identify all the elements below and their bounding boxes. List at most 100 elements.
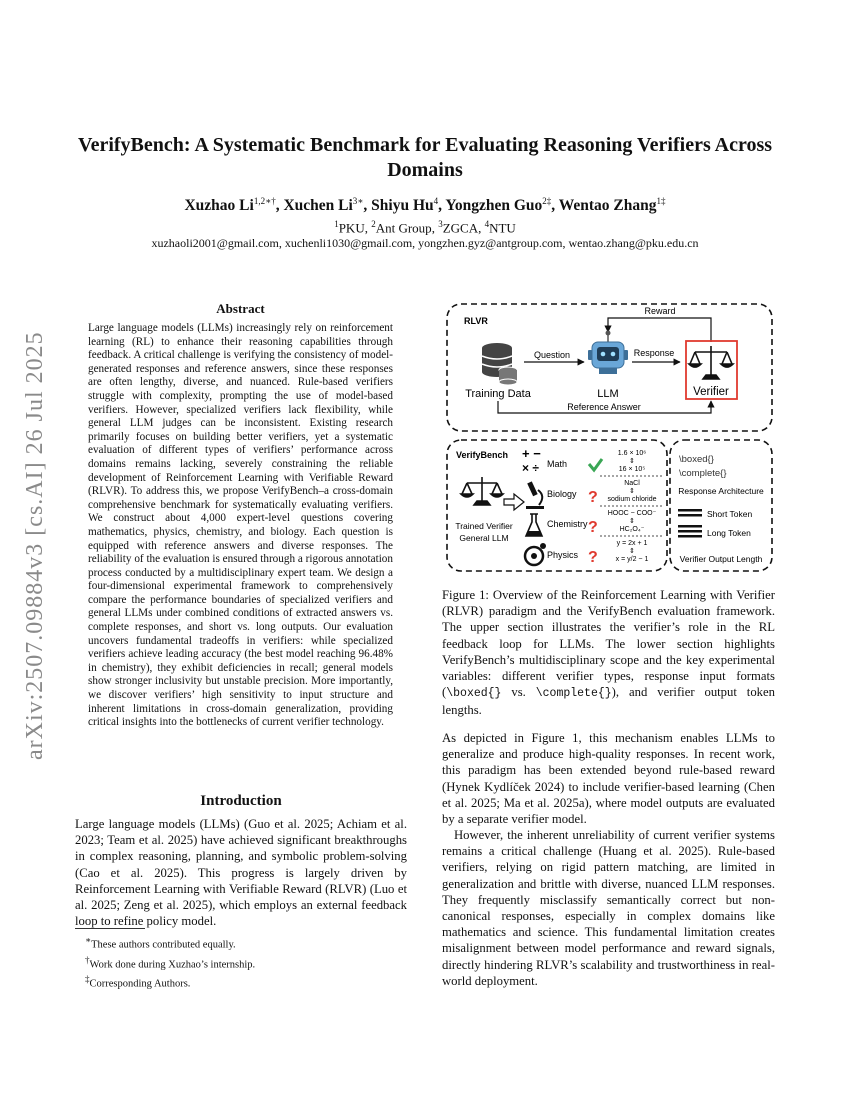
verifier-highlight <box>685 340 738 400</box>
format-boxed: \boxed{} <box>679 454 714 465</box>
footnote-rule <box>75 928 145 929</box>
equiv-arrow: ⇕ <box>629 547 635 555</box>
figure-1: RLVR Reward Training Data Question LLM R… <box>446 303 773 572</box>
equiv-arrow: ⇕ <box>629 487 635 495</box>
figure-caption: Figure 1: Overview of the Reinforcement … <box>442 587 775 719</box>
question-mark-icon: ? <box>588 549 598 566</box>
pair-bottom: sodium chloride <box>607 496 656 503</box>
verifybench-panel <box>446 439 668 572</box>
long-token-icon <box>678 525 702 538</box>
author-name: Xuchen Li <box>283 197 353 215</box>
pair-bottom: x = y/2 − 1 <box>616 556 649 563</box>
reward-arrow <box>604 317 712 342</box>
footnotes: ∗These authors contributed equally. †Wor… <box>75 933 407 992</box>
pair-top: HOOC − COO⁻ <box>608 510 657 517</box>
author-mark: 2‡ <box>542 196 552 206</box>
author-mark: 1,2∗† <box>253 196 276 206</box>
affil-mark: 3 <box>438 219 443 229</box>
robot-icon <box>588 330 628 374</box>
check-icon <box>587 458 604 473</box>
equiv-arrow: ⇕ <box>629 457 635 465</box>
footnote: †Work done during Xuzhao’s internship. <box>75 953 407 973</box>
domain-physics: Physics <box>547 550 579 560</box>
domain-biology: Biology <box>547 489 577 499</box>
microscope-icon <box>526 481 544 509</box>
pair-top: 1.6 × 10⁶ <box>618 450 646 457</box>
general-llm-label: General LLM <box>459 533 508 543</box>
caption-code: \boxed{} <box>446 687 502 701</box>
format-complete: \complete{} <box>679 468 727 479</box>
footnote-mark: ∗ <box>85 935 92 945</box>
reference-answer-arrow <box>497 400 715 414</box>
pair-bottom: HC₂O₄⁻ <box>620 526 645 533</box>
scales-icon <box>459 477 505 506</box>
domain-math: Math <box>547 459 567 469</box>
trained-verifier-label: Trained Verifier <box>455 521 512 531</box>
body-paragraph: As depicted in Figure 1, this mechanism … <box>442 731 775 827</box>
introduction-heading: Introduction <box>200 793 282 809</box>
equiv-arrow: ⇕ <box>629 517 635 525</box>
footnote: ‡Corresponding Authors. <box>75 972 407 992</box>
affil-name: NTU <box>489 220 516 236</box>
affil-mark: 2 <box>371 219 376 229</box>
author-mark: 3∗ <box>352 196 364 206</box>
author-list: Xuzhao Li1,2∗†, Xuchen Li3∗, Shiyu Hu4, … <box>184 196 666 215</box>
footnote-text: Corresponding Authors. <box>89 978 191 990</box>
affil-name: ZGCA <box>442 220 479 236</box>
reward-label: Reward <box>644 306 675 316</box>
author-name: Xuzhao Li <box>184 197 254 215</box>
introduction-text: Large language models (LLMs) (Guo et al.… <box>75 817 407 929</box>
paper-title: VerifyBench: A Systematic Benchmark for … <box>77 134 773 181</box>
author-name: Wentao Zhang <box>558 197 657 215</box>
affil-name: PKU <box>338 220 365 236</box>
response-label: Response <box>634 348 675 358</box>
paragraph-text: However, the inherent unreliability of c… <box>442 828 775 988</box>
verifybench-label: VerifyBench <box>456 450 508 460</box>
footnote-text: These authors contributed equally. <box>91 939 236 951</box>
long-token-label: Long Token <box>707 528 751 538</box>
short-token-label: Short Token <box>707 509 752 519</box>
caption-code: \complete{} <box>535 687 612 701</box>
affil-name: Ant Group <box>375 220 432 236</box>
training-data-label: Training Data <box>465 388 532 400</box>
math-symbols-2: × ÷ <box>522 461 539 475</box>
atom-icon <box>523 543 546 567</box>
pair-top: y = 2x + 1 <box>617 540 648 547</box>
math-symbols: + − <box>522 446 541 461</box>
flask-icon <box>524 513 544 537</box>
output-length-label: Verifier Output Length <box>680 554 763 564</box>
body-paragraph: However, the inherent unreliability of c… <box>442 827 775 989</box>
abstract-heading: Abstract <box>216 301 265 316</box>
author-emails: xuzhaoli2001@gmail.com, xuchenli1030@gma… <box>151 236 699 250</box>
caption-text: ), and verifier output token lengths. <box>442 685 775 718</box>
domain-chemistry: Chemistry <box>547 519 588 529</box>
question-mark-icon: ? <box>588 519 598 536</box>
footnote-text: Work done during Xuzhao’s internship. <box>89 959 256 970</box>
affil-mark: 4 <box>484 219 490 229</box>
short-token-icon <box>678 509 702 517</box>
question-mark-icon: ? <box>588 489 598 506</box>
footnote-mark: ‡ <box>85 974 90 984</box>
affil-mark: 1 <box>334 219 339 229</box>
database-icon <box>481 343 518 386</box>
footnote: ∗These authors contributed equally. <box>75 933 407 953</box>
pair-top: NaCl <box>624 480 640 487</box>
llm-label: LLM <box>597 388 618 400</box>
hollow-arrow-icon <box>503 492 525 512</box>
footnote-mark: † <box>85 954 90 965</box>
verifier-label: Verifier <box>693 386 729 398</box>
pair-bottom: 16 × 10⁵ <box>619 466 646 473</box>
affiliations: 1PKU, 2Ant Group, 3ZGCA, 4NTU <box>334 219 516 236</box>
rlvr-label: RLVR <box>464 316 488 326</box>
author-mark: 4 <box>433 196 439 206</box>
author-mark: 1‡ <box>656 196 666 206</box>
response-architecture-label: Response Architecture <box>678 486 764 496</box>
reference-answer-label: Reference Answer <box>567 402 641 412</box>
caption-text: Figure 1: Overview of the Reinforcement … <box>442 588 775 700</box>
author-name: Shiyu Hu <box>371 197 434 215</box>
scales-icon <box>687 346 735 380</box>
arxiv-identifier: arXiv:2507.09884v3 [cs.AI] 26 Jul 2025 <box>22 331 48 760</box>
caption-text: vs. <box>501 685 536 700</box>
question-label: Question <box>534 350 570 360</box>
abstract-text: Large language models (LLMs) increasingl… <box>88 322 393 729</box>
